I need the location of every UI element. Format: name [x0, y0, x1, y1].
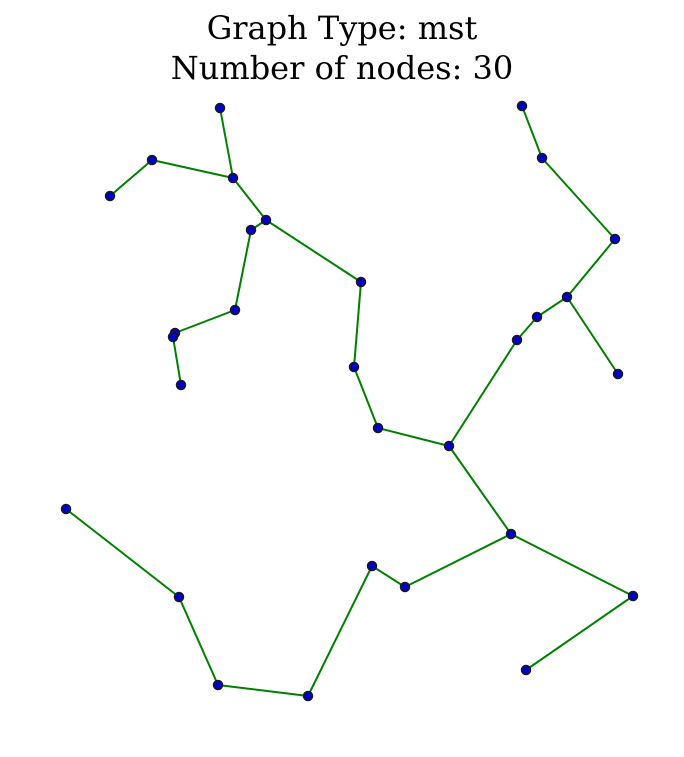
- graph-node: [505, 528, 517, 540]
- graph-node: [348, 361, 360, 373]
- graph-edge: [541, 157, 616, 240]
- graph-edge: [525, 595, 634, 671]
- graph-node: [175, 379, 187, 391]
- graph-edge: [353, 281, 362, 368]
- graph-node: [372, 422, 384, 434]
- graph-edge: [172, 336, 182, 386]
- graph-node: [302, 690, 314, 702]
- graph-edge: [448, 339, 518, 447]
- graph-edge: [510, 533, 634, 597]
- graph-edge: [566, 238, 616, 298]
- graph-node: [516, 100, 528, 112]
- graph-title-node-count: Number of nodes: 30: [170, 49, 514, 87]
- edges-layer: [65, 105, 634, 697]
- graph-edge: [232, 177, 267, 221]
- graph-node: [173, 591, 185, 603]
- graph-edge: [353, 366, 379, 429]
- graph-title-type: Graph Type: mst: [206, 9, 478, 47]
- graph-node: [245, 224, 257, 236]
- graph-edge: [371, 565, 406, 588]
- graph-edge: [178, 596, 219, 686]
- graph-node: [627, 590, 639, 602]
- graph-edge: [377, 427, 450, 447]
- graph-node: [60, 503, 72, 515]
- graph-node: [366, 560, 378, 572]
- graph-node: [214, 102, 226, 114]
- graph-node: [104, 190, 116, 202]
- nodes-layer: [60, 100, 639, 702]
- graph-node: [609, 233, 621, 245]
- graph-edge: [109, 159, 153, 197]
- graph-edge: [65, 508, 180, 598]
- graph-node: [212, 679, 224, 691]
- graph-node: [227, 172, 239, 184]
- graph-node: [531, 311, 543, 323]
- graph-node: [229, 304, 241, 316]
- graph-edge: [219, 107, 234, 179]
- graph-edge: [217, 684, 309, 697]
- graph-node: [167, 331, 179, 343]
- graph-node: [399, 581, 411, 593]
- graph-edge: [566, 296, 619, 375]
- graph-node: [536, 152, 548, 164]
- graph-edge: [536, 296, 568, 318]
- graph-edge: [265, 219, 362, 283]
- graph-node: [146, 154, 158, 166]
- graph-node: [612, 368, 624, 380]
- graph-node: [511, 334, 523, 346]
- graph-node: [355, 276, 367, 288]
- graph-edge: [174, 309, 236, 334]
- graph-edge: [521, 105, 543, 159]
- graph-node: [443, 440, 455, 452]
- graph-edge: [234, 229, 252, 311]
- graph-edge: [307, 565, 373, 697]
- graph-edge: [448, 445, 512, 535]
- graph-node: [520, 664, 532, 676]
- graph-edge: [151, 159, 234, 179]
- graph-edge: [404, 533, 512, 588]
- graph-node: [561, 291, 573, 303]
- graph-node: [260, 214, 272, 226]
